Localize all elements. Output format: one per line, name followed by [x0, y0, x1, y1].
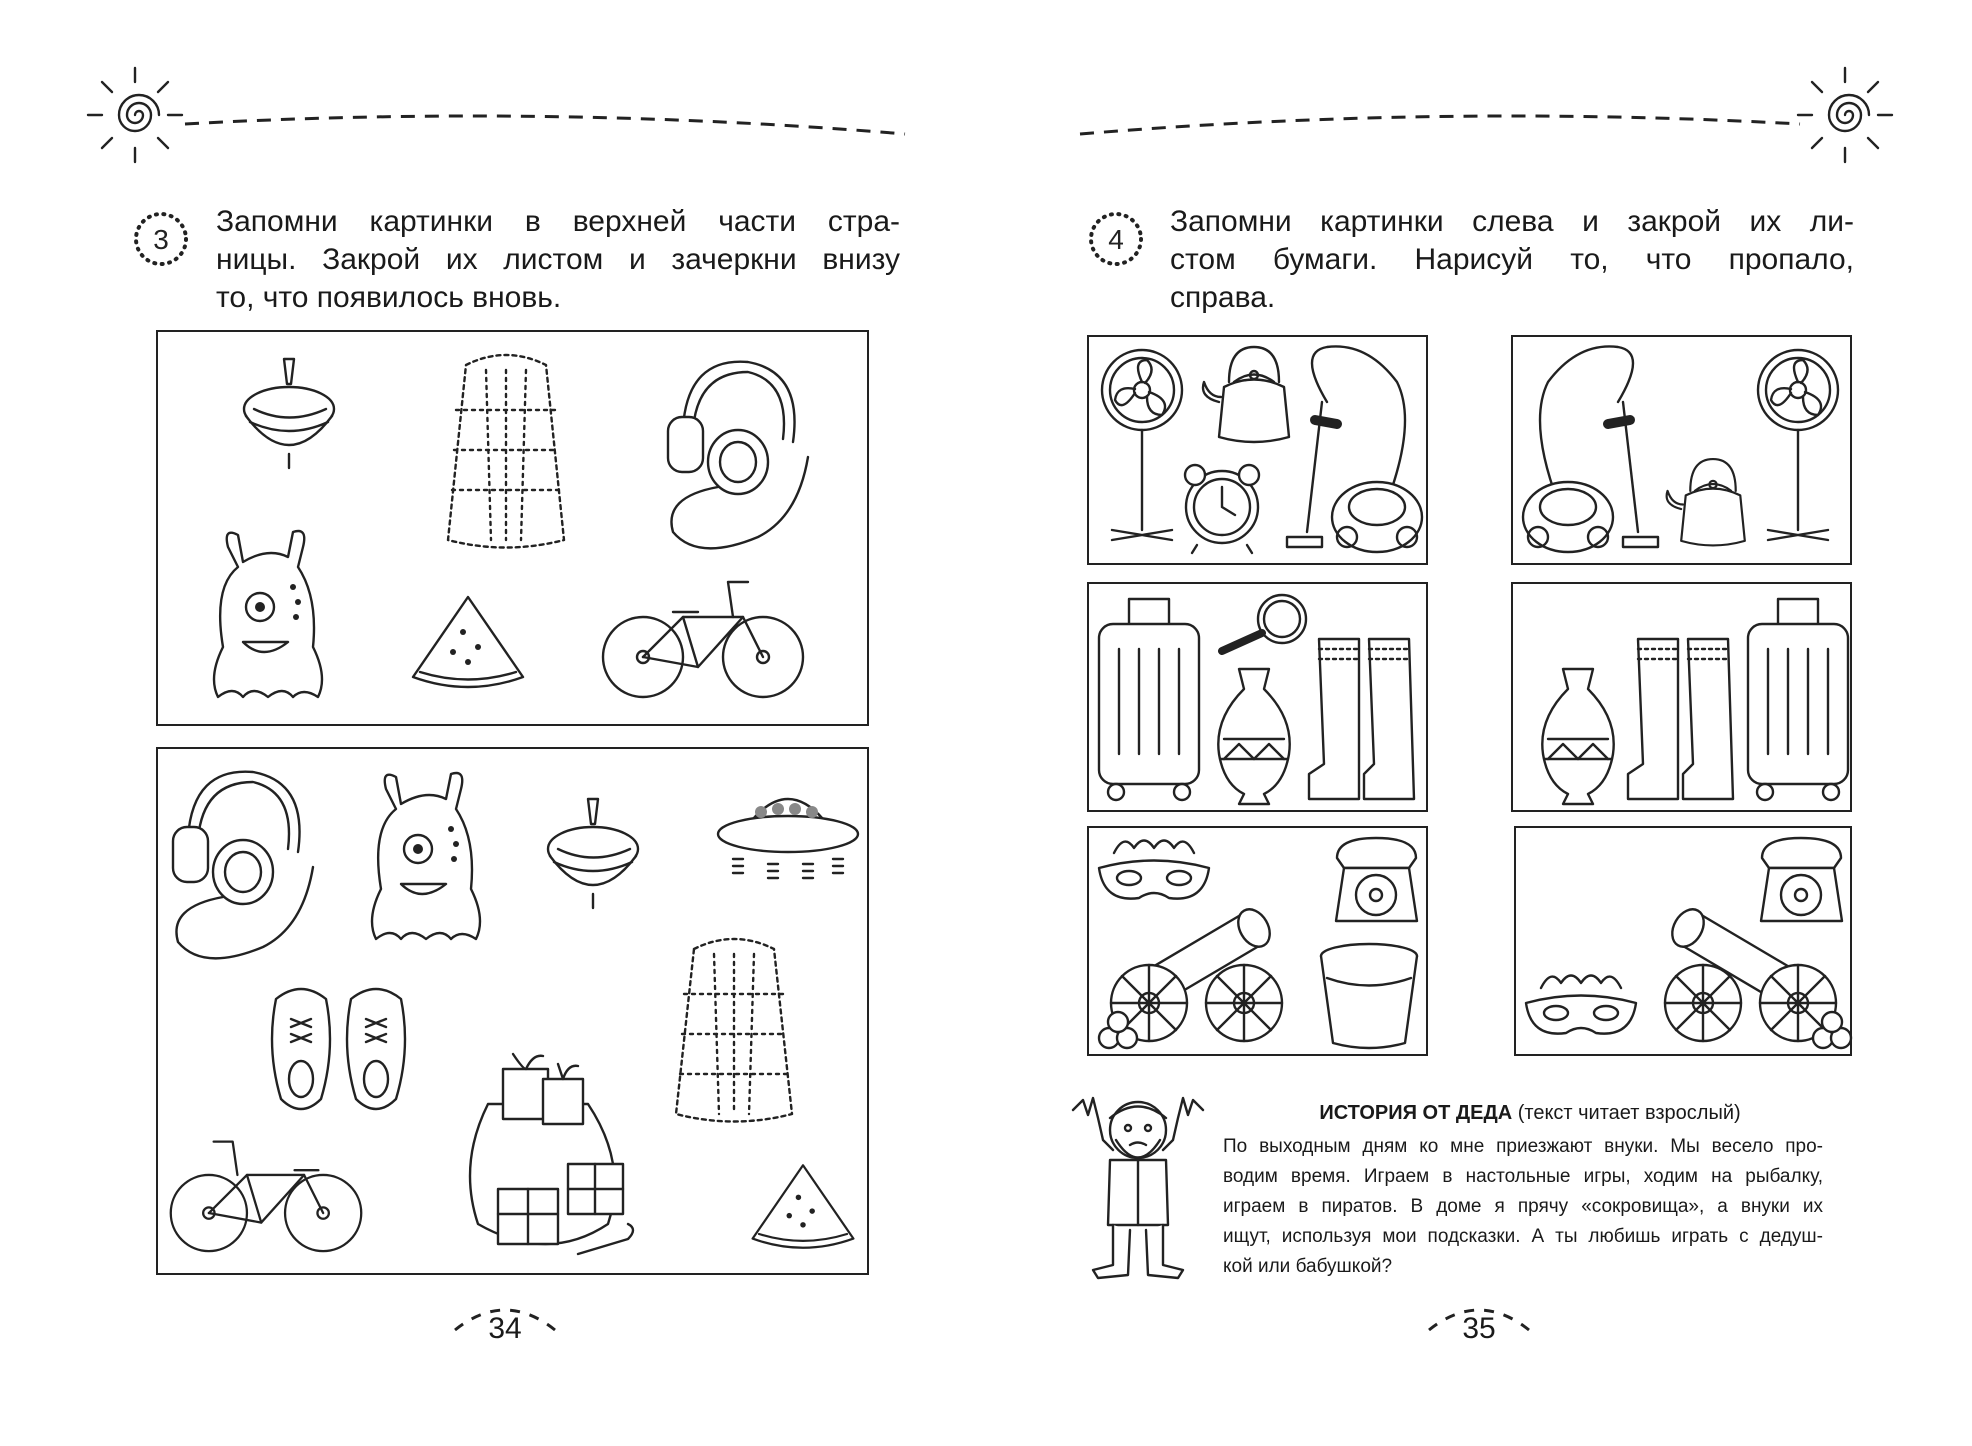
cannon-icon: [1097, 908, 1284, 1050]
drawing-panel-row2-right: [1511, 582, 1852, 812]
story-title-bold: ИСТОРИЯ ОТ ДЕДА: [1319, 1102, 1513, 1124]
fan-icon: [1100, 348, 1184, 542]
telephone-icon: [1334, 836, 1419, 923]
alarm-clock-icon: [1183, 463, 1261, 555]
story-title: ИСТОРИЯ ОТ ДЕДА (текст читает взрослый): [1250, 1102, 1810, 1125]
cannon-icon: [1663, 908, 1853, 1050]
sun-spiral-icon: [86, 66, 184, 164]
headphones-icon: [666, 360, 810, 550]
instruction-line: стом бумаги. Нарисуй то, что пропало,: [1170, 243, 1854, 276]
memory-panel-row1-left: [1087, 335, 1428, 565]
drawing-panel-row1-right: [1511, 335, 1852, 565]
bicycle-icon: [169, 1140, 363, 1253]
boots-icon: [1626, 637, 1735, 801]
task-number: 4: [1108, 224, 1124, 255]
vacuum-cleaner-icon: [1521, 345, 1660, 554]
instruction-line: справа.: [1170, 281, 1276, 314]
fan-icon: [1756, 348, 1840, 542]
memory-panel-row3-left: [1087, 826, 1428, 1056]
kettle-icon: [1201, 345, 1291, 444]
memory-panel-bottom: [156, 747, 869, 1275]
dashed-divider: [1079, 114, 1801, 136]
sun-spiral-icon: [1796, 66, 1894, 164]
fur-coat-icon: [446, 353, 566, 549]
story-title-note: (текст читает взрослый): [1512, 1102, 1741, 1124]
fur-coat-icon: [674, 937, 794, 1123]
telephone-icon: [1759, 836, 1844, 923]
vase-icon: [1541, 667, 1615, 806]
gift-sack-icon: [468, 1052, 635, 1256]
instruction-line: то, что появилось вновь.: [216, 281, 562, 314]
instruction-line: ницы. Закрой их листом и зачеркни внизу: [216, 243, 900, 276]
suitcase-icon: [1746, 597, 1850, 802]
instruction-line: Запомни картинки в верхней части стра-: [216, 205, 900, 238]
grandfather-icon: [1071, 1096, 1205, 1280]
story-line: кой или бабушкой?: [1223, 1256, 1393, 1277]
drawing-panel-row3-right: [1514, 826, 1853, 1056]
story-line: ищут, используя мои подсказки. А ты люби…: [1223, 1226, 1823, 1247]
vacuum-cleaner-icon: [1285, 345, 1424, 554]
page-number: 34: [488, 1312, 522, 1345]
alien-icon: [212, 529, 324, 699]
memory-panel-row2-left: [1087, 582, 1428, 812]
memory-panel-top: [156, 330, 869, 726]
carnival-mask-icon: [1097, 839, 1211, 900]
story-text: По выходным дням ко мне приезжают внуки.…: [1223, 1132, 1823, 1282]
task-instruction: Запомни картинки слева и закрой их ли- с…: [1170, 203, 1854, 317]
instruction-line: Запомни картинки слева и закрой их ли-: [1170, 205, 1854, 238]
watermelon-slice-icon: [751, 1164, 855, 1249]
page-number: 35: [1462, 1312, 1496, 1345]
task-instruction: Запомни картинки в верхней части стра- н…: [216, 203, 900, 317]
carnival-mask-icon: [1524, 974, 1638, 1035]
vase-icon: [1217, 667, 1291, 806]
spinning-top-icon: [546, 797, 640, 910]
task-number: 3: [153, 224, 169, 255]
dashed-divider: [184, 114, 906, 136]
story-line: играем в пиратов. В доме я прячу «сокров…: [1223, 1196, 1823, 1217]
watermelon-slice-icon: [411, 595, 525, 689]
magnifier-icon: [1218, 593, 1308, 655]
alien-icon: [370, 771, 482, 941]
ufo-icon: [716, 797, 860, 880]
story-line: водим время. Играем в настольные игры, х…: [1223, 1166, 1823, 1187]
suitcase-icon: [1097, 597, 1201, 802]
story-line: По выходным дням ко мне приезжают внуки.…: [1223, 1136, 1823, 1157]
bucket-icon: [1319, 942, 1419, 1050]
kettle-icon: [1665, 457, 1746, 547]
task-number-badge: 3: [134, 212, 188, 266]
bicycle-icon: [601, 580, 805, 699]
spinning-top-icon: [242, 357, 336, 470]
boots-icon: [1307, 637, 1416, 801]
task-number-badge: 4: [1089, 212, 1143, 266]
headphones-icon: [171, 770, 315, 960]
sneakers-icon: [270, 987, 407, 1111]
